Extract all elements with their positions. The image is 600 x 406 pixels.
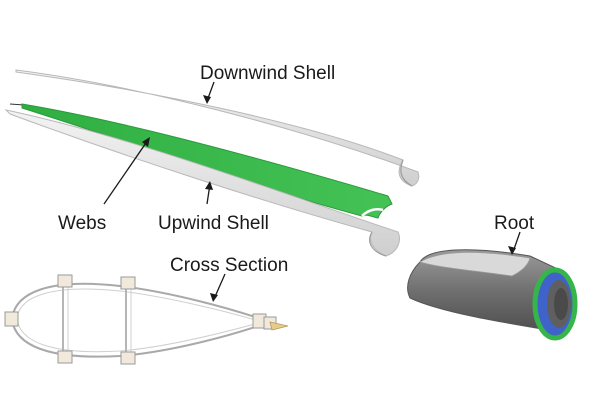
upwind-shell xyxy=(4,109,400,257)
label-root: Root xyxy=(494,213,535,234)
label-cross-section: Cross Section xyxy=(170,255,288,276)
label-webs: Webs xyxy=(58,213,106,234)
root-cylinder xyxy=(407,249,578,341)
downwind-shell xyxy=(15,69,420,187)
label-upwind-shell: Upwind Shell xyxy=(158,213,269,234)
label-downwind-shell: Downwind Shell xyxy=(200,63,335,84)
leader-arrows xyxy=(103,81,521,302)
cross-section-airfoil xyxy=(4,274,289,365)
shear-webs xyxy=(9,103,393,219)
